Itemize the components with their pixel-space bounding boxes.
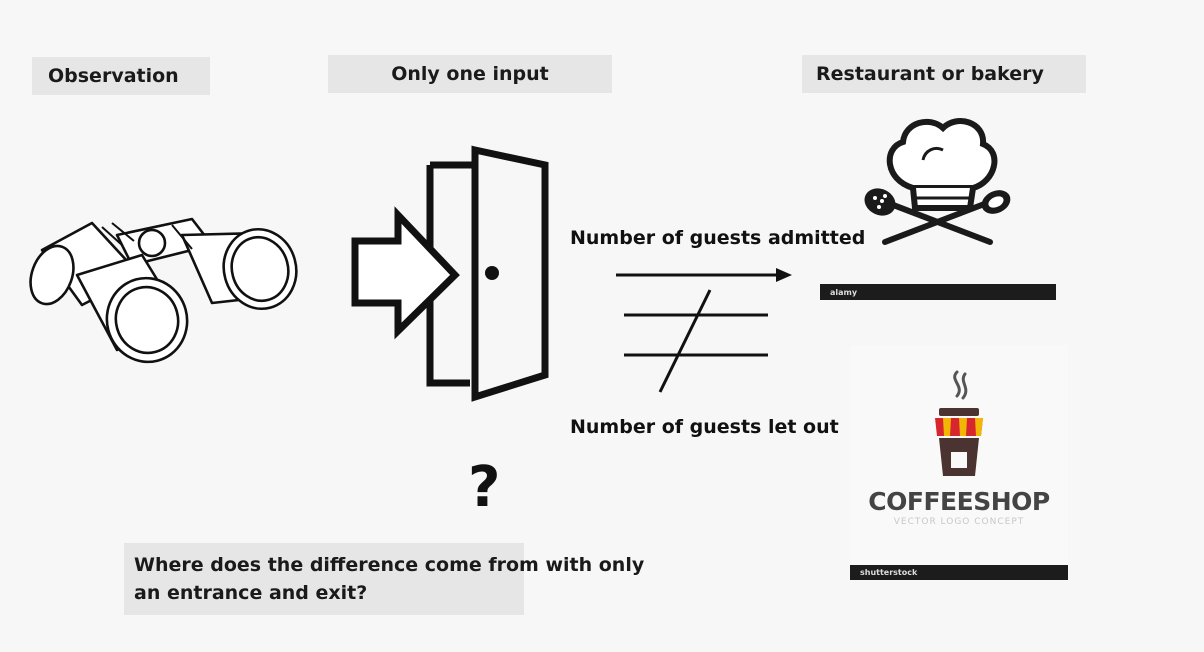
shutterstock-watermark-strip: shutterstock: [850, 565, 1068, 580]
binoculars-icon: [22, 205, 307, 370]
chef-hat-icon: [855, 110, 1020, 250]
coffee-shop-title: COFFEESHOP: [850, 487, 1068, 516]
coffee-shop-subtitle: VECTOR LOGO CONCEPT: [850, 517, 1068, 527]
door-entrance-icon: [350, 145, 555, 410]
question-line-1: Where does the difference come from with…: [134, 551, 514, 579]
not-equal-arrows-icon: [610, 262, 800, 397]
coffee-cup-icon: [929, 370, 989, 482]
restaurant-or-bakery-label: Restaurant or bakery: [802, 55, 1086, 93]
question-line-2: an entrance and exit?: [134, 579, 514, 607]
guests-admitted-label: Number of guests admitted: [570, 227, 865, 249]
observation-label: Observation: [32, 57, 210, 95]
question-text-box: Where does the difference come from with…: [124, 543, 524, 615]
question-mark: ?: [468, 455, 500, 520]
guests-let-out-label: Number of guests let out: [570, 416, 839, 438]
alamy-watermark-strip: alamy: [820, 284, 1056, 300]
only-one-input-label: Only one input: [328, 55, 612, 93]
coffee-shop-logo: COFFEESHOP VECTOR LOGO CONCEPT: [850, 345, 1068, 565]
